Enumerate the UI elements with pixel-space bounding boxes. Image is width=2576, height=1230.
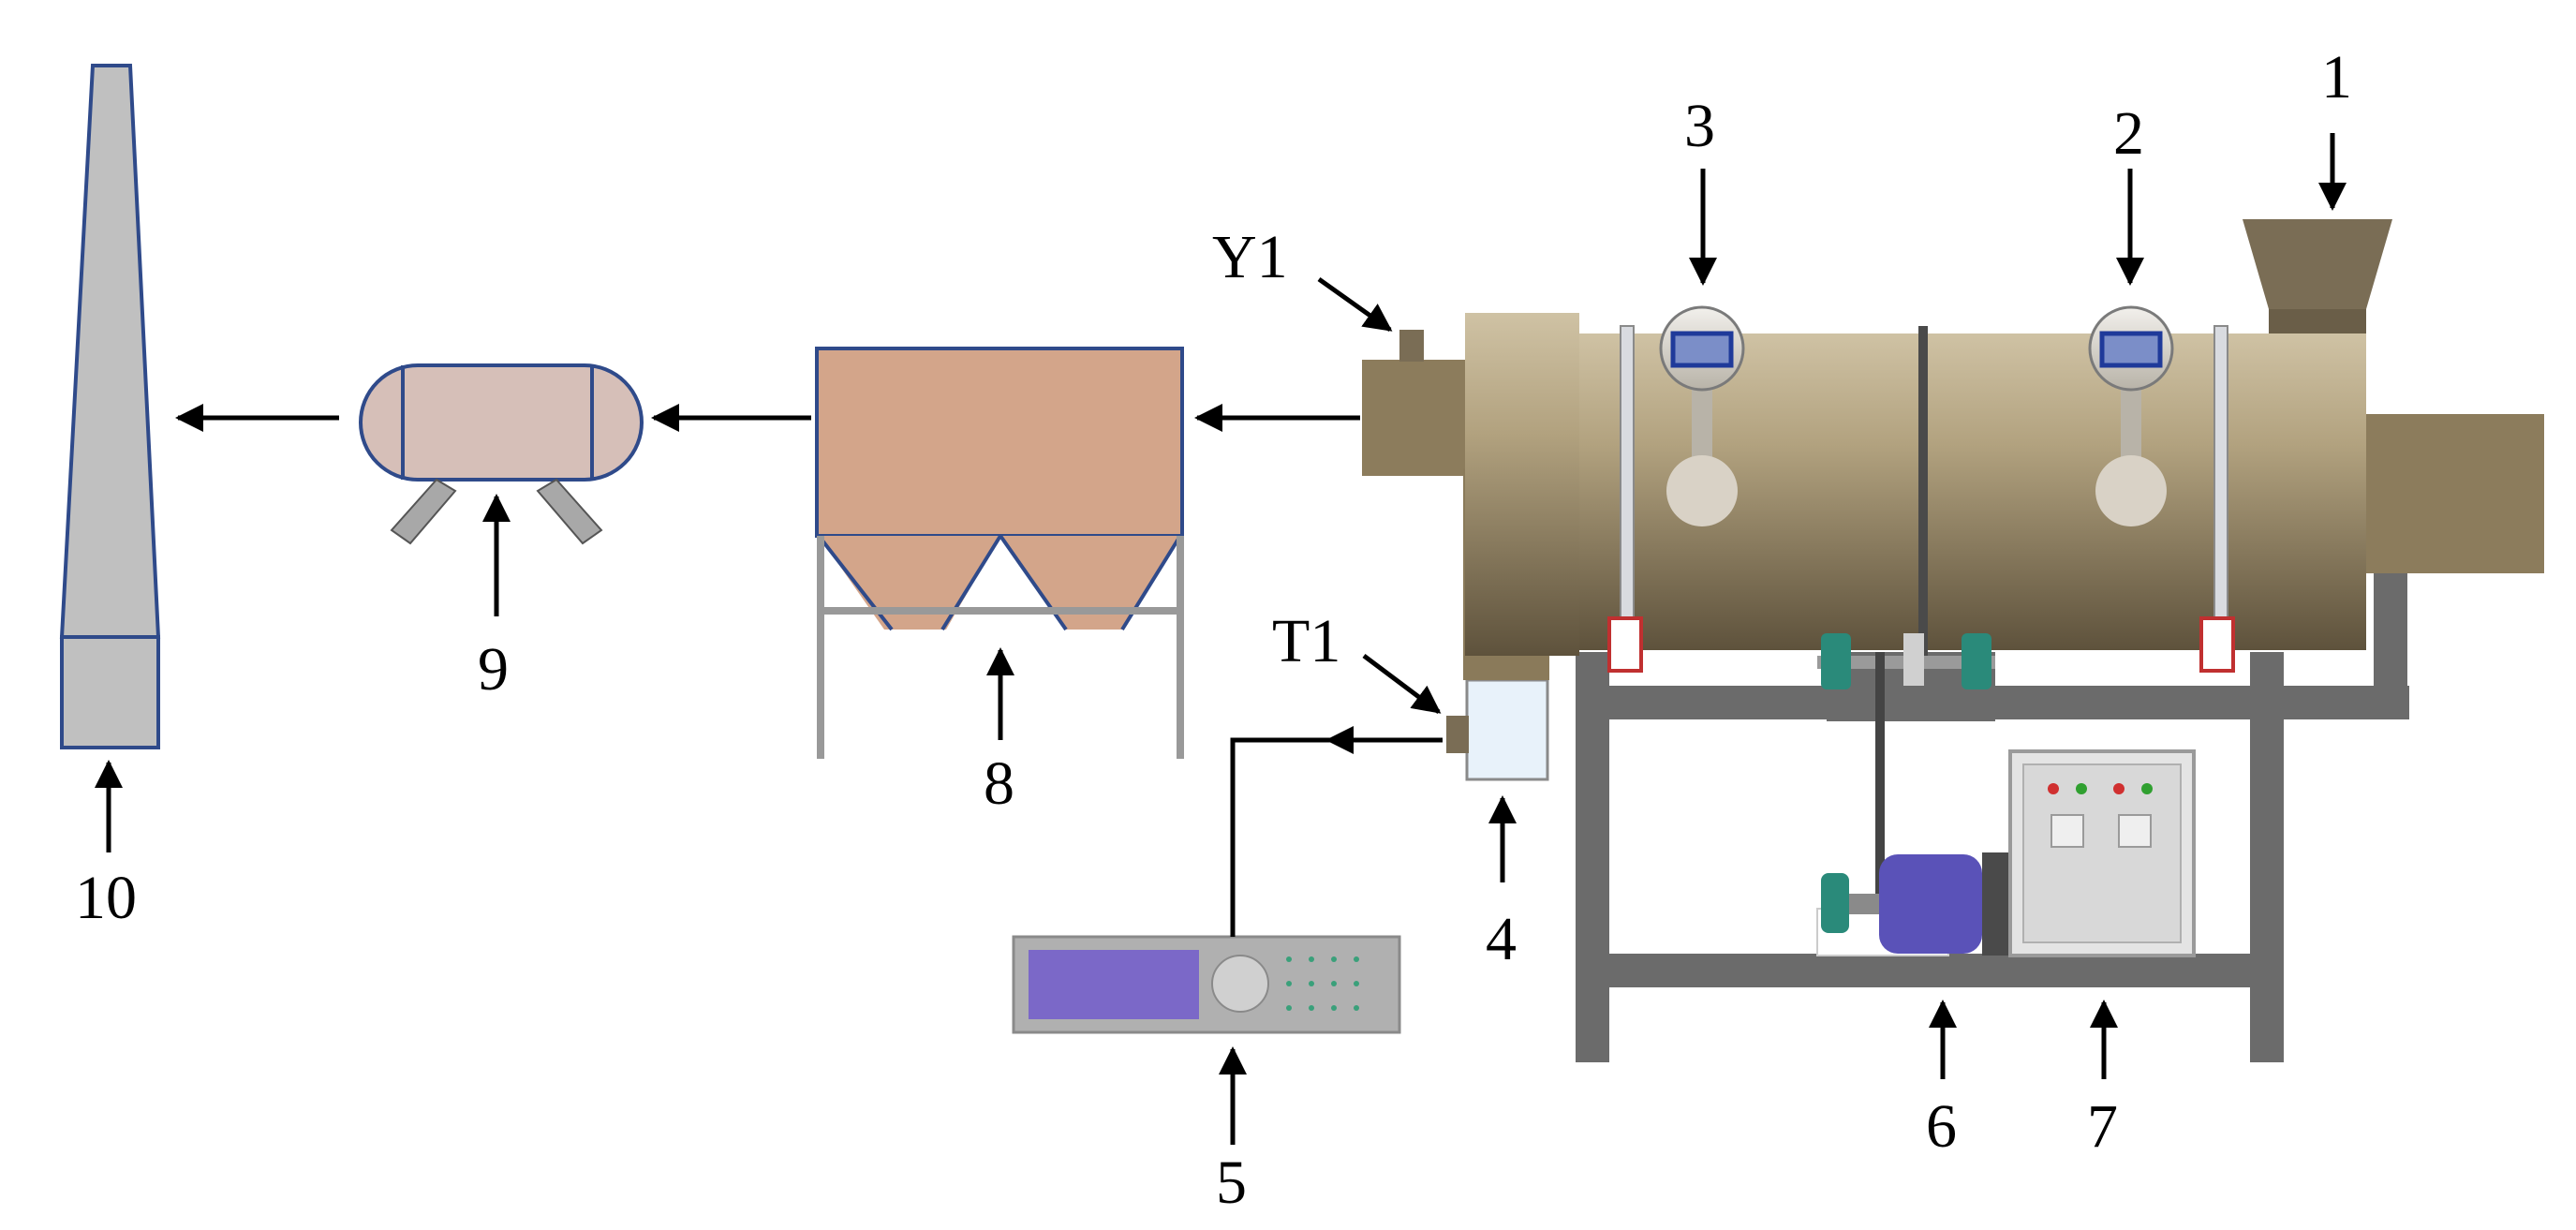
signal-line-sensor-to-meter <box>1230 737 1443 937</box>
chimney-icon <box>59 64 161 749</box>
label-8: 8 <box>984 749 1014 818</box>
cyclone-separator-icon <box>359 363 644 545</box>
flow-arrows <box>175 404 1443 937</box>
label-7: 7 <box>2087 1092 2118 1161</box>
label-6: 6 <box>1926 1092 1957 1161</box>
temperature-meter-icon <box>1012 935 1401 1034</box>
motor-icon <box>1816 852 2020 956</box>
dust-collector-icon <box>815 347 1184 759</box>
label-2: 2 <box>2113 99 2144 168</box>
label-1: 1 <box>2321 43 2352 111</box>
callout-arrows <box>95 133 2347 1145</box>
callout-arrow-y1 <box>1317 276 1393 333</box>
drive-shaft <box>1817 633 1995 933</box>
label-4: 4 <box>1486 905 1517 973</box>
gauge-left-icon <box>1659 305 1745 526</box>
rotary-drum-icon <box>1465 313 2366 673</box>
label-10: 10 <box>75 864 137 932</box>
callout-arrow-t1 <box>1362 654 1442 714</box>
control-cabinet-icon <box>2008 749 2196 957</box>
temperature-sensor-icon <box>1446 678 1549 781</box>
label-5: 5 <box>1216 1148 1247 1217</box>
rear-outlet <box>2361 414 2544 573</box>
label-3: 3 <box>1684 92 1715 160</box>
label-t1: T1 <box>1272 607 1340 675</box>
gauge-right-icon <box>2088 305 2174 526</box>
outlet-duct <box>1362 330 1471 476</box>
label-9: 9 <box>478 635 509 704</box>
label-y1: Y1 <box>1212 223 1288 291</box>
machine-frame <box>1576 440 2409 1062</box>
